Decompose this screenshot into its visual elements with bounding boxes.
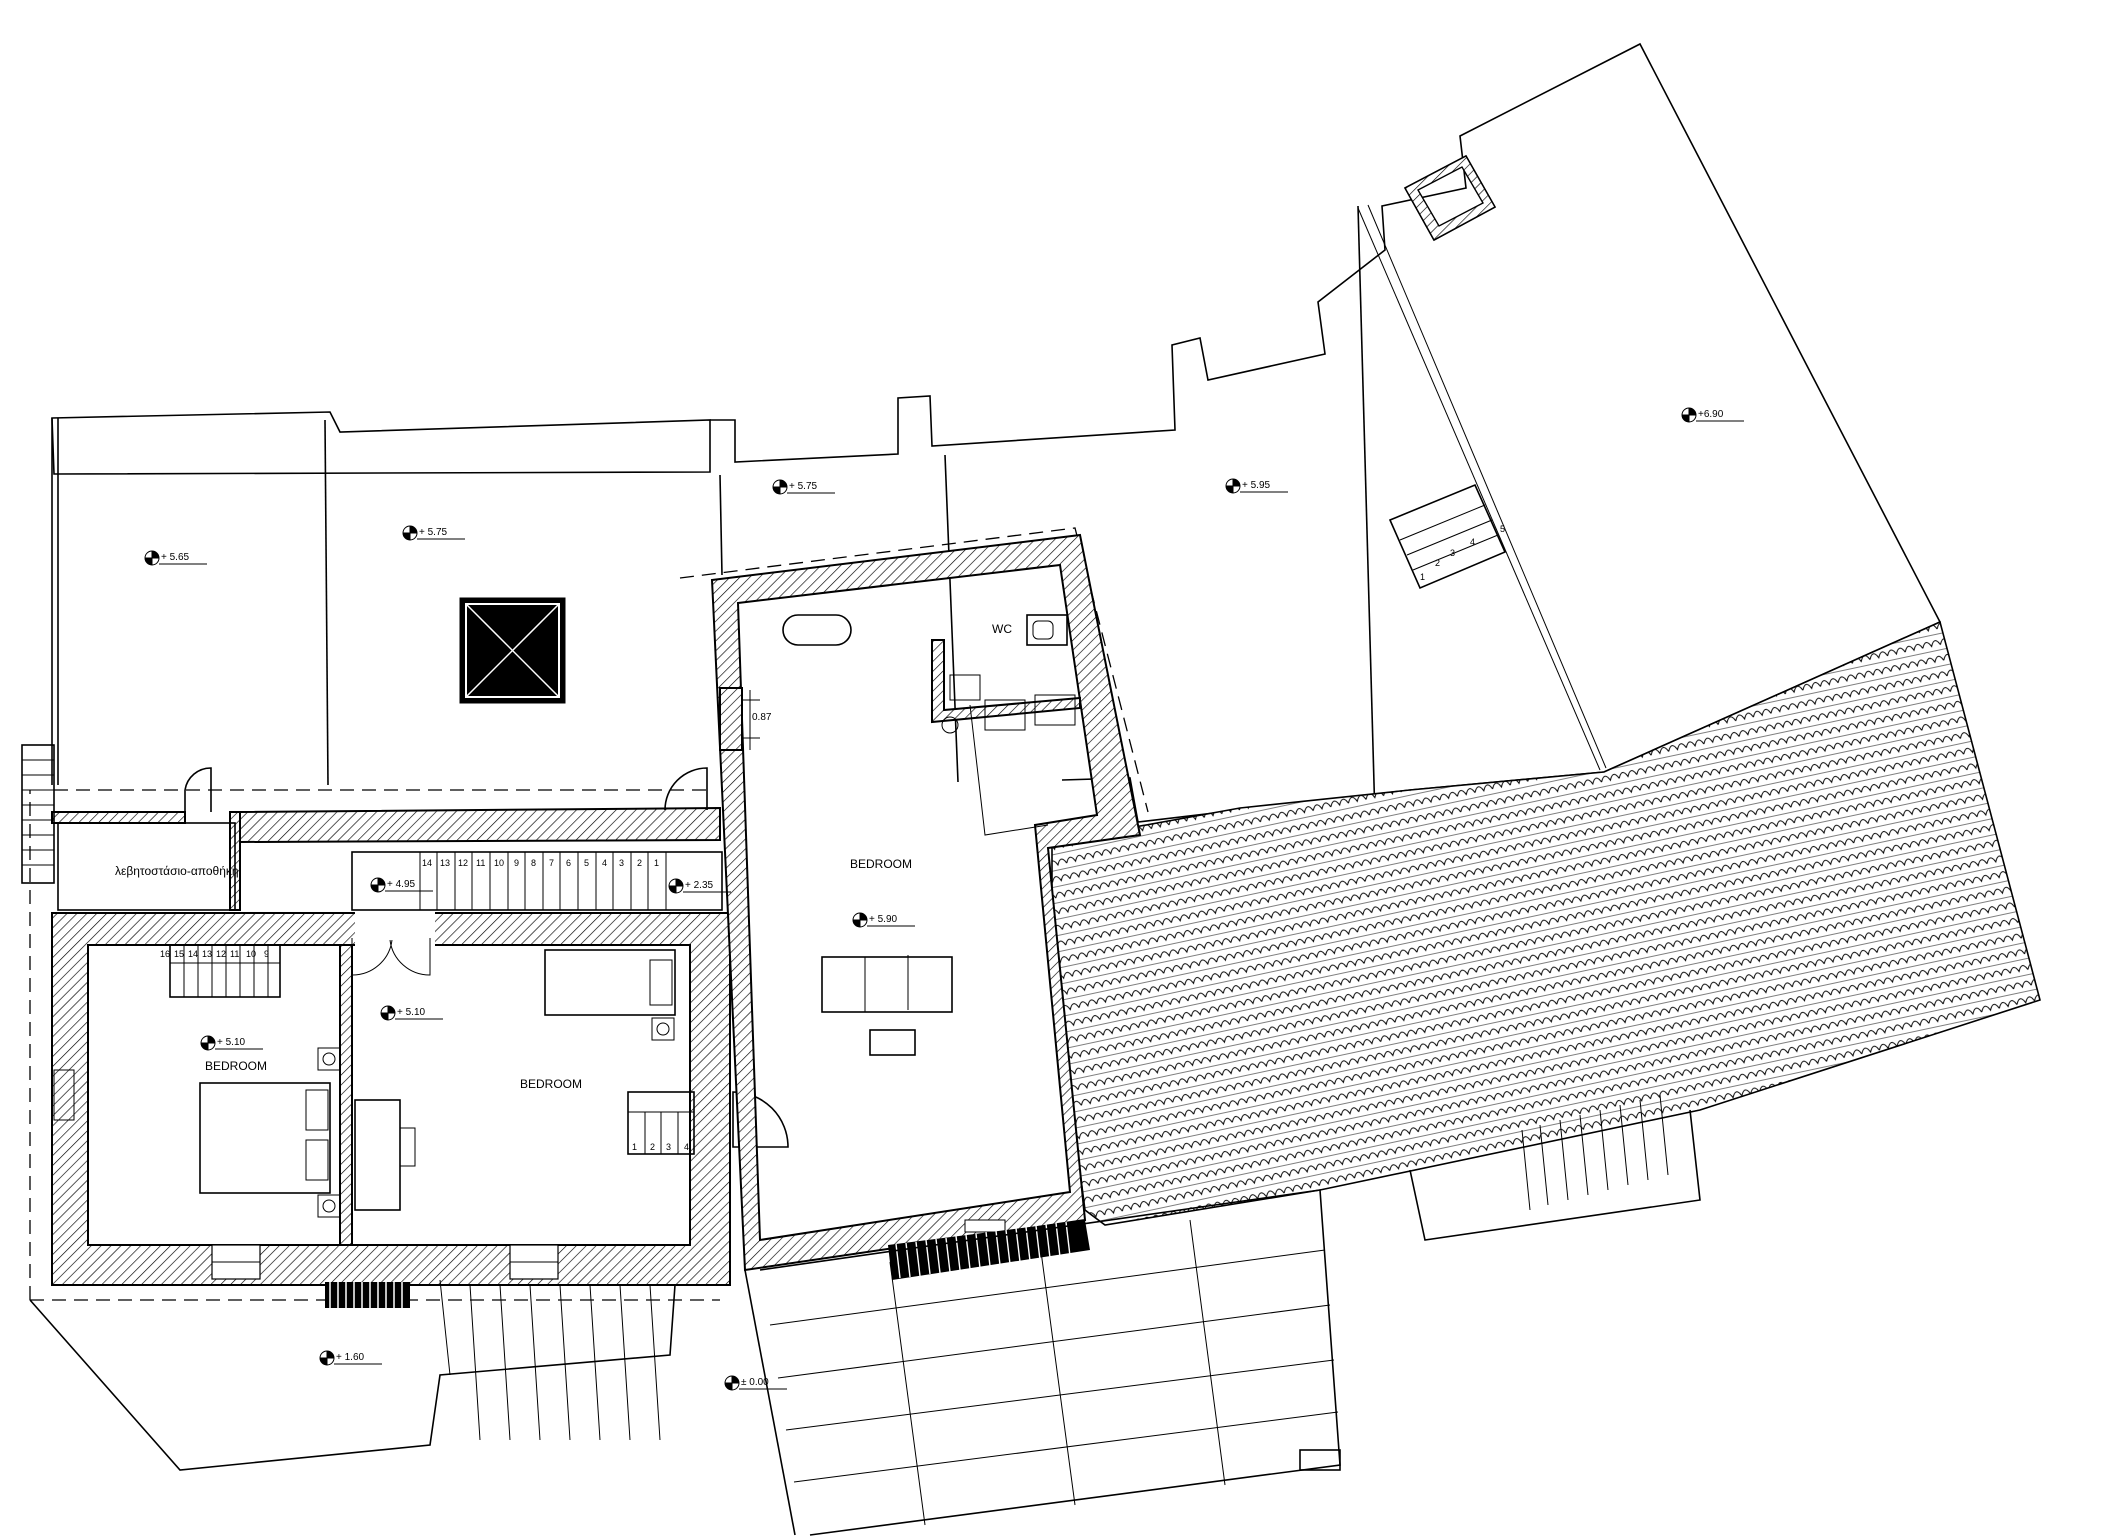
level-marker: + 2.35 [668,878,731,894]
svg-text:11: 11 [476,858,485,868]
svg-text:10: 10 [246,949,256,959]
svg-text:1: 1 [1420,572,1425,582]
svg-text:16: 16 [160,949,170,959]
level-marker: + 5.90 [852,912,915,928]
svg-text:5: 5 [1500,524,1505,534]
living-furniture-east [821,955,953,1056]
svg-text:+ 5.75: + 5.75 [789,481,818,492]
eave-lines [29,527,1149,1301]
level-marker: + 4.95 [370,877,433,893]
svg-text:+ 5.90: + 5.90 [869,914,898,925]
bed-west [199,1047,341,1218]
level-marker: + 5.75 [402,525,465,541]
svg-text:2: 2 [1435,558,1440,568]
room-label-wc: WC [992,622,1012,636]
svg-text:12: 12 [458,858,468,868]
south-yard [29,1279,676,1471]
level-marker: + 5.10 [200,1035,263,1051]
level-marker: + 5.10 [380,1005,443,1021]
room-label-bedroom-west: BEDROOM [205,1059,267,1073]
svg-text:+ 5.75: + 5.75 [419,527,448,538]
svg-text:3: 3 [619,858,624,868]
svg-text:+ 5.95: + 5.95 [1242,480,1271,491]
svg-text:+ 1.60: + 1.60 [336,1352,365,1363]
svg-text:1: 1 [632,1142,637,1152]
svg-text:7: 7 [549,858,554,868]
svg-text:1: 1 [654,858,659,868]
skylight [459,597,566,704]
stair-upper: 14 13 12 11 10 9 8 7 6 5 4 3 2 1 [351,851,723,911]
stair-west: 16 15 14 13 12 11 10 9 [160,944,281,998]
east-block-details [719,687,1090,1280]
svg-text:11: 11 [230,949,239,959]
room-label-boiler: λεβητοστάσιο-αποθήκη [115,864,239,878]
svg-text:4: 4 [602,858,607,868]
door-width-label: 0.87 [752,712,772,723]
level-marker: ± 0.00 [724,1375,787,1391]
svg-text:+ 5.65: + 5.65 [161,552,190,563]
west-window [21,744,75,1121]
level-marker: +6.90 [1681,407,1744,423]
svg-text:4: 4 [684,1142,689,1152]
svg-text:± 0.00: ± 0.00 [741,1377,769,1388]
svg-text:2: 2 [637,858,642,868]
level-markers: + 5.65 + 5.75 + 5.75 + 5.95 +6.90 + 4.95… [144,407,1744,1391]
tiled-roof [1051,620,2041,1226]
svg-text:9: 9 [514,858,519,868]
level-marker: + 5.65 [144,550,207,566]
svg-text:8: 8 [531,858,536,868]
svg-text:+ 2.35: + 2.35 [685,880,714,891]
room-label-bedroom-east: BEDROOM [850,857,912,871]
svg-text:+ 4.95: + 4.95 [387,879,416,890]
svg-text:4: 4 [1470,537,1475,547]
svg-text:5: 5 [584,858,589,868]
stair-center: 1 2 3 4 [627,1091,695,1155]
level-marker: + 5.75 [772,479,835,495]
svg-text:15: 15 [174,949,184,959]
level-marker: + 5.95 [1225,478,1288,494]
svg-text:3: 3 [1450,548,1455,558]
svg-text:3: 3 [666,1142,671,1152]
svg-text:14: 14 [422,858,432,868]
chimney [1403,154,1497,242]
level-marker: + 1.60 [319,1350,382,1366]
svg-text:+ 5.10: + 5.10 [217,1037,246,1048]
svg-text:13: 13 [202,949,212,959]
svg-text:14: 14 [188,949,198,959]
svg-text:+6.90: +6.90 [1698,409,1724,420]
east-stair-landing [1409,1094,1701,1241]
roof-outline-west [51,411,711,786]
boiler-room [57,822,236,911]
svg-text:+ 5.10: + 5.10 [397,1007,426,1018]
svg-text:2: 2 [650,1142,655,1152]
furniture-center-bedroom [354,949,676,1211]
svg-text:13: 13 [440,858,450,868]
svg-text:6: 6 [566,858,571,868]
room-label-bedroom-center: BEDROOM [520,1077,582,1091]
bathroom-fixtures [782,614,1076,734]
stair-ne: 1 2 3 4 5 [1388,483,1507,590]
svg-text:12: 12 [216,949,226,959]
south-windows-west [211,1244,559,1308]
svg-text:9: 9 [264,949,269,959]
pergola [744,1189,1341,1536]
svg-text:10: 10 [494,858,504,868]
